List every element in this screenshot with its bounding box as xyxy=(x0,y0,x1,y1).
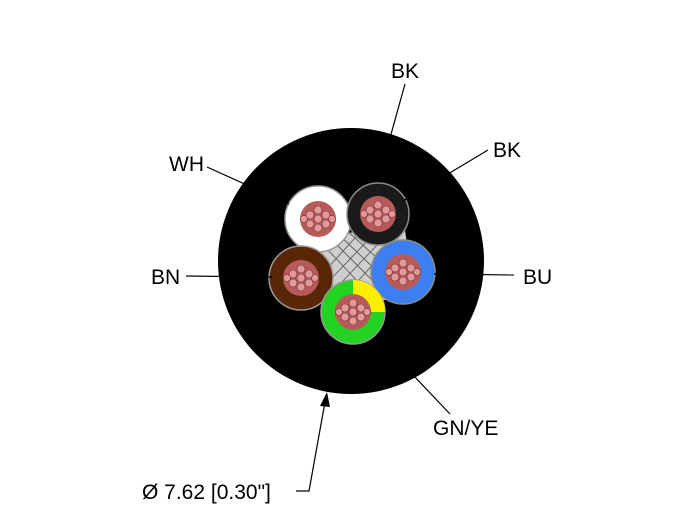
conductor-bk xyxy=(346,182,410,246)
label-bn: BN xyxy=(151,266,180,289)
label-gnye: GN/YE xyxy=(433,417,498,440)
diameter-leader xyxy=(296,392,330,492)
leader-bk-right xyxy=(402,149,489,202)
conductor-gnye xyxy=(320,279,386,345)
label-bk-top: BK xyxy=(391,60,419,83)
leader-gnye xyxy=(375,335,451,415)
label-bu: BU xyxy=(523,266,552,289)
conductor-bu xyxy=(370,239,436,305)
label-wh: WH xyxy=(169,153,204,176)
label-bk-right: BK xyxy=(493,139,521,162)
label-diameter: Ø 7.62 [0.30"] xyxy=(142,481,271,504)
leader-bu xyxy=(433,273,515,276)
leader-bk-top xyxy=(382,83,406,164)
conductor-wh xyxy=(284,185,352,253)
conductor-bn xyxy=(268,245,334,311)
leader-wh xyxy=(206,166,290,205)
leader-bn xyxy=(185,275,273,278)
